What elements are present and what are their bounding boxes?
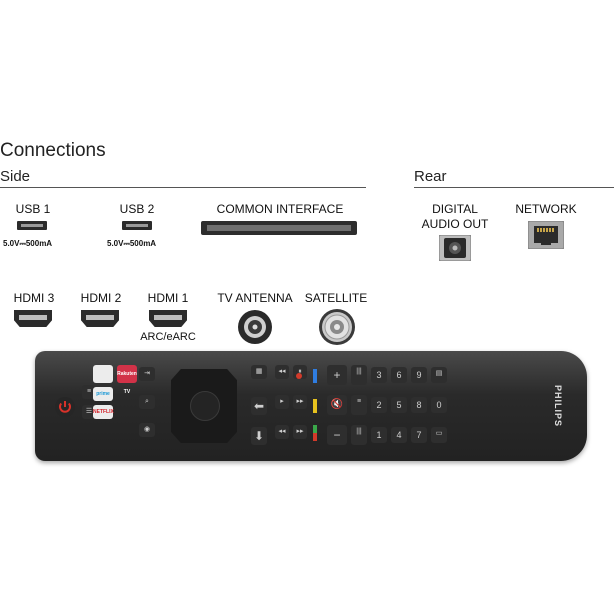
brand-logo: PHILIPS — [553, 379, 571, 439]
number-key-0[interactable]: 0 — [431, 397, 447, 413]
prime-video-button[interactable]: prime video — [93, 387, 113, 411]
network-label: NETWORK — [515, 202, 577, 216]
back-button[interactable]: ⬅ — [251, 397, 267, 415]
hdmi1-port-icon — [149, 310, 187, 327]
channel-down-button[interactable]: ||| — [351, 425, 367, 445]
app-button-top[interactable] — [93, 365, 113, 383]
rear-title: Rear — [414, 168, 447, 185]
number-key-1[interactable]: 1 — [371, 427, 387, 443]
common-interface-label: COMMON INTERFACE — [216, 202, 344, 216]
number-key-8[interactable]: 8 — [411, 397, 427, 413]
netflix-button[interactable]: NETFLIX — [93, 405, 114, 419]
list-button[interactable]: ▤ — [431, 367, 447, 383]
connections-title: Connections — [0, 140, 106, 161]
guide-button[interactable]: ▦ — [251, 365, 267, 379]
assistant-button[interactable]: ◉ — [139, 423, 155, 437]
hdmi1-sub-label: ARC/eARC — [140, 331, 196, 343]
common-interface-slot-icon — [201, 221, 357, 235]
green-key[interactable] — [313, 425, 317, 439]
usb1-spec: 5.0V⎓500mA — [3, 239, 53, 248]
number-key-9[interactable]: 9 — [411, 367, 427, 383]
number-key-2[interactable]: 2 — [371, 397, 387, 413]
blue-key[interactable] — [313, 369, 317, 383]
number-key-4[interactable]: 4 — [391, 427, 407, 443]
digital-audio-port-icon — [439, 235, 471, 261]
number-key-3[interactable]: 3 — [371, 367, 387, 383]
usb2-port-icon — [122, 221, 152, 230]
tv-antenna-port-icon — [238, 310, 272, 344]
usb1-port-icon — [17, 221, 47, 230]
search-icon[interactable]: ⌕ — [139, 395, 155, 409]
number-key-7[interactable]: 7 — [411, 427, 427, 443]
red-key[interactable] — [313, 433, 317, 441]
side-divider — [0, 187, 366, 188]
next-button[interactable]: ▸▸ — [293, 425, 307, 439]
forward-button[interactable]: ▸▸ — [293, 395, 307, 409]
usb1-label: USB 1 — [15, 202, 51, 216]
brand-text: PHILIPS — [553, 384, 564, 428]
rewind-button[interactable]: ◂◂ — [275, 365, 289, 379]
power-icon — [59, 401, 71, 413]
ok-button[interactable] — [190, 391, 220, 421]
rear-divider — [414, 187, 614, 188]
satellite-port-icon — [319, 309, 355, 345]
channel-up-button[interactable]: ||| — [351, 365, 367, 385]
hdmi3-port-icon — [14, 310, 52, 327]
satellite-label: SATELLITE — [304, 291, 368, 305]
digital-audio-label-line1: DIGITAL — [432, 202, 478, 216]
menu-button[interactable]: ≡ — [82, 385, 96, 399]
rakuten-button[interactable]: Rakuten TV — [117, 365, 137, 395]
record-button[interactable] — [296, 373, 302, 379]
hdmi2-port-icon — [81, 310, 119, 327]
power-button[interactable] — [55, 397, 75, 417]
digital-audio-label-line2: AUDIO OUT — [421, 217, 489, 231]
volume-up-button[interactable]: + — [327, 365, 347, 385]
volume-down-button[interactable]: − — [327, 425, 347, 445]
home-button[interactable]: ⬇ — [251, 427, 267, 445]
yellow-key[interactable] — [313, 399, 317, 413]
settings-button[interactable]: ☰ — [82, 405, 96, 419]
usb2-label: USB 2 — [119, 202, 155, 216]
hdmi3-label: HDMI 3 — [13, 291, 55, 305]
network-port-icon — [528, 221, 564, 249]
source-button[interactable]: ⇥ — [139, 367, 155, 381]
remote-control: ≡ ☰ prime video NETFLIX Rakuten TV ⇥ ⌕ ◉… — [35, 351, 587, 461]
hdmi1-label: HDMI 1 — [147, 291, 189, 305]
stop-button[interactable]: ◂◂ — [275, 425, 289, 439]
info-button[interactable]: ▭ — [431, 427, 447, 443]
tv-antenna-label: TV ANTENNA — [217, 291, 293, 305]
subtitle-button[interactable]: ≡ — [351, 395, 367, 415]
play-button[interactable]: ▸ — [275, 395, 289, 409]
hdmi2-label: HDMI 2 — [80, 291, 122, 305]
mute-button[interactable]: 🔇 — [327, 395, 347, 415]
usb2-spec: 5.0V⎓500mA — [107, 239, 157, 248]
number-key-6[interactable]: 6 — [391, 367, 407, 383]
number-key-5[interactable]: 5 — [391, 397, 407, 413]
side-title: Side — [0, 168, 31, 185]
